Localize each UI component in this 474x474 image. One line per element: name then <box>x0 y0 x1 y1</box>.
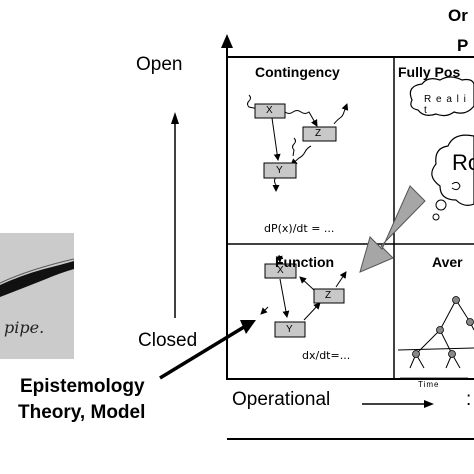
time-label: Time <box>418 380 440 389</box>
edge-out <box>260 306 269 315</box>
tree-node <box>466 318 474 326</box>
edge-x-y <box>279 278 290 318</box>
cloud-outline <box>409 76 474 117</box>
node-x <box>254 103 286 119</box>
edge-z-x <box>299 276 315 291</box>
function-title: Function <box>275 254 335 270</box>
y-axis-arrowhead <box>221 34 233 48</box>
node-y-label: Y <box>276 165 283 176</box>
tree-node <box>448 350 456 358</box>
operational-label: Operational <box>232 389 331 410</box>
average-title: Aver <box>432 254 463 270</box>
operational-suffix: : <box>466 389 472 410</box>
pipe-caption: pipe. <box>4 318 45 337</box>
edge-y-z <box>303 302 321 321</box>
wiggle-arrow <box>333 103 349 125</box>
cloud-text-1: R e a l i t <box>424 94 467 116</box>
cloud-text-2: Ro <box>452 150 474 175</box>
cloud-outline-2 <box>431 134 474 206</box>
tree-horizon <box>397 347 474 351</box>
reality-cloud <box>409 76 474 221</box>
epistemology-line-2: Theory, Model <box>18 402 146 423</box>
node-x-label: X <box>266 105 273 116</box>
pipe-image <box>0 233 74 359</box>
function-equation: dx/dt=... <box>302 349 351 362</box>
contingency-equation: dP(x)/dt = ... <box>264 222 335 235</box>
tree-node <box>436 326 444 334</box>
header-line-2: P <box>457 36 469 55</box>
epistemology-arrowhead <box>240 320 256 334</box>
tree-edge <box>455 299 471 323</box>
function-network <box>260 254 347 338</box>
wiggle-arrow <box>272 176 280 192</box>
epistemology-line-1: Epistemology <box>20 376 145 397</box>
edge-x-y <box>271 117 281 161</box>
epistemology-arrow <box>159 325 245 380</box>
node-z-label: Z <box>325 290 332 301</box>
tree-edge <box>439 299 457 331</box>
pipe-photo <box>0 233 74 359</box>
open-closed-arrowhead <box>171 112 179 124</box>
cloud-puff <box>435 199 447 211</box>
edge-in <box>275 254 283 263</box>
wiggle-arrow <box>290 145 312 166</box>
tree-edge <box>415 329 441 355</box>
tree-node <box>412 350 420 358</box>
contingency-title: Contingency <box>255 64 340 80</box>
wiggle-arrow <box>292 137 296 157</box>
tree-edge <box>439 329 453 355</box>
node-z <box>302 126 337 142</box>
tree-node <box>452 296 460 304</box>
wiggle-arrow <box>247 94 260 110</box>
node-y <box>263 162 297 179</box>
cloud-puff <box>432 213 440 221</box>
closed-label: Closed <box>138 330 198 351</box>
node-x-label: X <box>277 265 284 276</box>
operational-arrowhead <box>424 400 434 408</box>
node-x <box>264 263 297 279</box>
header-line-1: Or <box>448 6 468 25</box>
quadrant-grid <box>226 56 474 380</box>
node-y-label: Y <box>286 324 293 335</box>
wiggle-arrow <box>284 110 318 127</box>
cloud-swirl <box>451 181 461 191</box>
edge-z-out <box>335 271 347 288</box>
open-label: Open <box>136 54 183 75</box>
node-z <box>313 288 345 304</box>
average-tree <box>397 296 474 379</box>
fully-possible-title: Fully Pos <box>398 64 461 80</box>
node-y <box>274 321 306 338</box>
contingency-network <box>247 94 349 192</box>
transition-arrow <box>359 185 426 273</box>
node-z-label: Z <box>315 128 322 139</box>
